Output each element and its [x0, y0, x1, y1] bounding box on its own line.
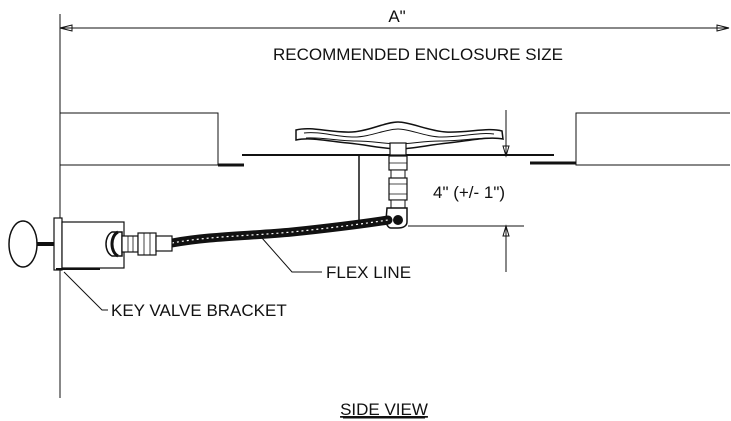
valve-coupling — [121, 235, 139, 253]
height-arrow-upper — [502, 145, 510, 158]
key-valve-bracket-leader — [63, 271, 108, 311]
burner-star-outer — [295, 121, 504, 150]
flex-line-corrugation — [171, 219, 389, 244]
flex-line-label: FLEX LINE — [326, 263, 411, 282]
height-dimension: 4" (+/- 1") — [408, 110, 524, 272]
right-arrowhead — [716, 24, 730, 32]
fitting-body — [388, 177, 408, 201]
flex-line-hose — [167, 215, 393, 248]
fitting-collar — [390, 169, 406, 179]
width-dimension: A" — [59, 7, 730, 398]
flex-line-callout: FLEX LINE — [261, 237, 411, 282]
height-dimension-label: 4" (+/- 1") — [433, 183, 505, 202]
key-handle — [8, 220, 38, 268]
key-valve-bracket-callout: KEY VALVE BRACKET — [63, 271, 287, 320]
view-title: SIDE VIEW — [340, 400, 428, 419]
right-enclosure — [530, 112, 730, 166]
elbow-hub — [393, 215, 403, 225]
key-valve-assembly — [8, 217, 173, 271]
left-arrowhead — [59, 24, 73, 32]
burner-star-inner — [303, 128, 495, 138]
vertical-fittings — [385, 155, 408, 229]
burner-neck — [389, 142, 407, 156]
right-enclosure-outline — [575, 112, 730, 166]
fitting-lower-collar — [390, 199, 406, 209]
left-enclosure — [60, 112, 244, 167]
flex-line — [167, 215, 393, 248]
dimension-width-label: A" — [388, 7, 405, 26]
height-arrow-lower — [502, 224, 510, 237]
star-burner — [295, 121, 504, 156]
left-enclosure-outline — [60, 112, 219, 166]
valve-nut — [137, 232, 157, 256]
flex-line-leader — [261, 237, 322, 273]
valve-outlet-elbow — [105, 231, 123, 257]
key-valve-bracket-label: KEY VALVE BRACKET — [111, 301, 287, 320]
enclosure-size-label: RECOMMENDED ENCLOSURE SIZE — [273, 45, 563, 64]
valve-fitting-end — [155, 235, 173, 252]
valve-outlet-elbow-inner — [110, 230, 119, 258]
key-valve-flange — [53, 217, 63, 271]
